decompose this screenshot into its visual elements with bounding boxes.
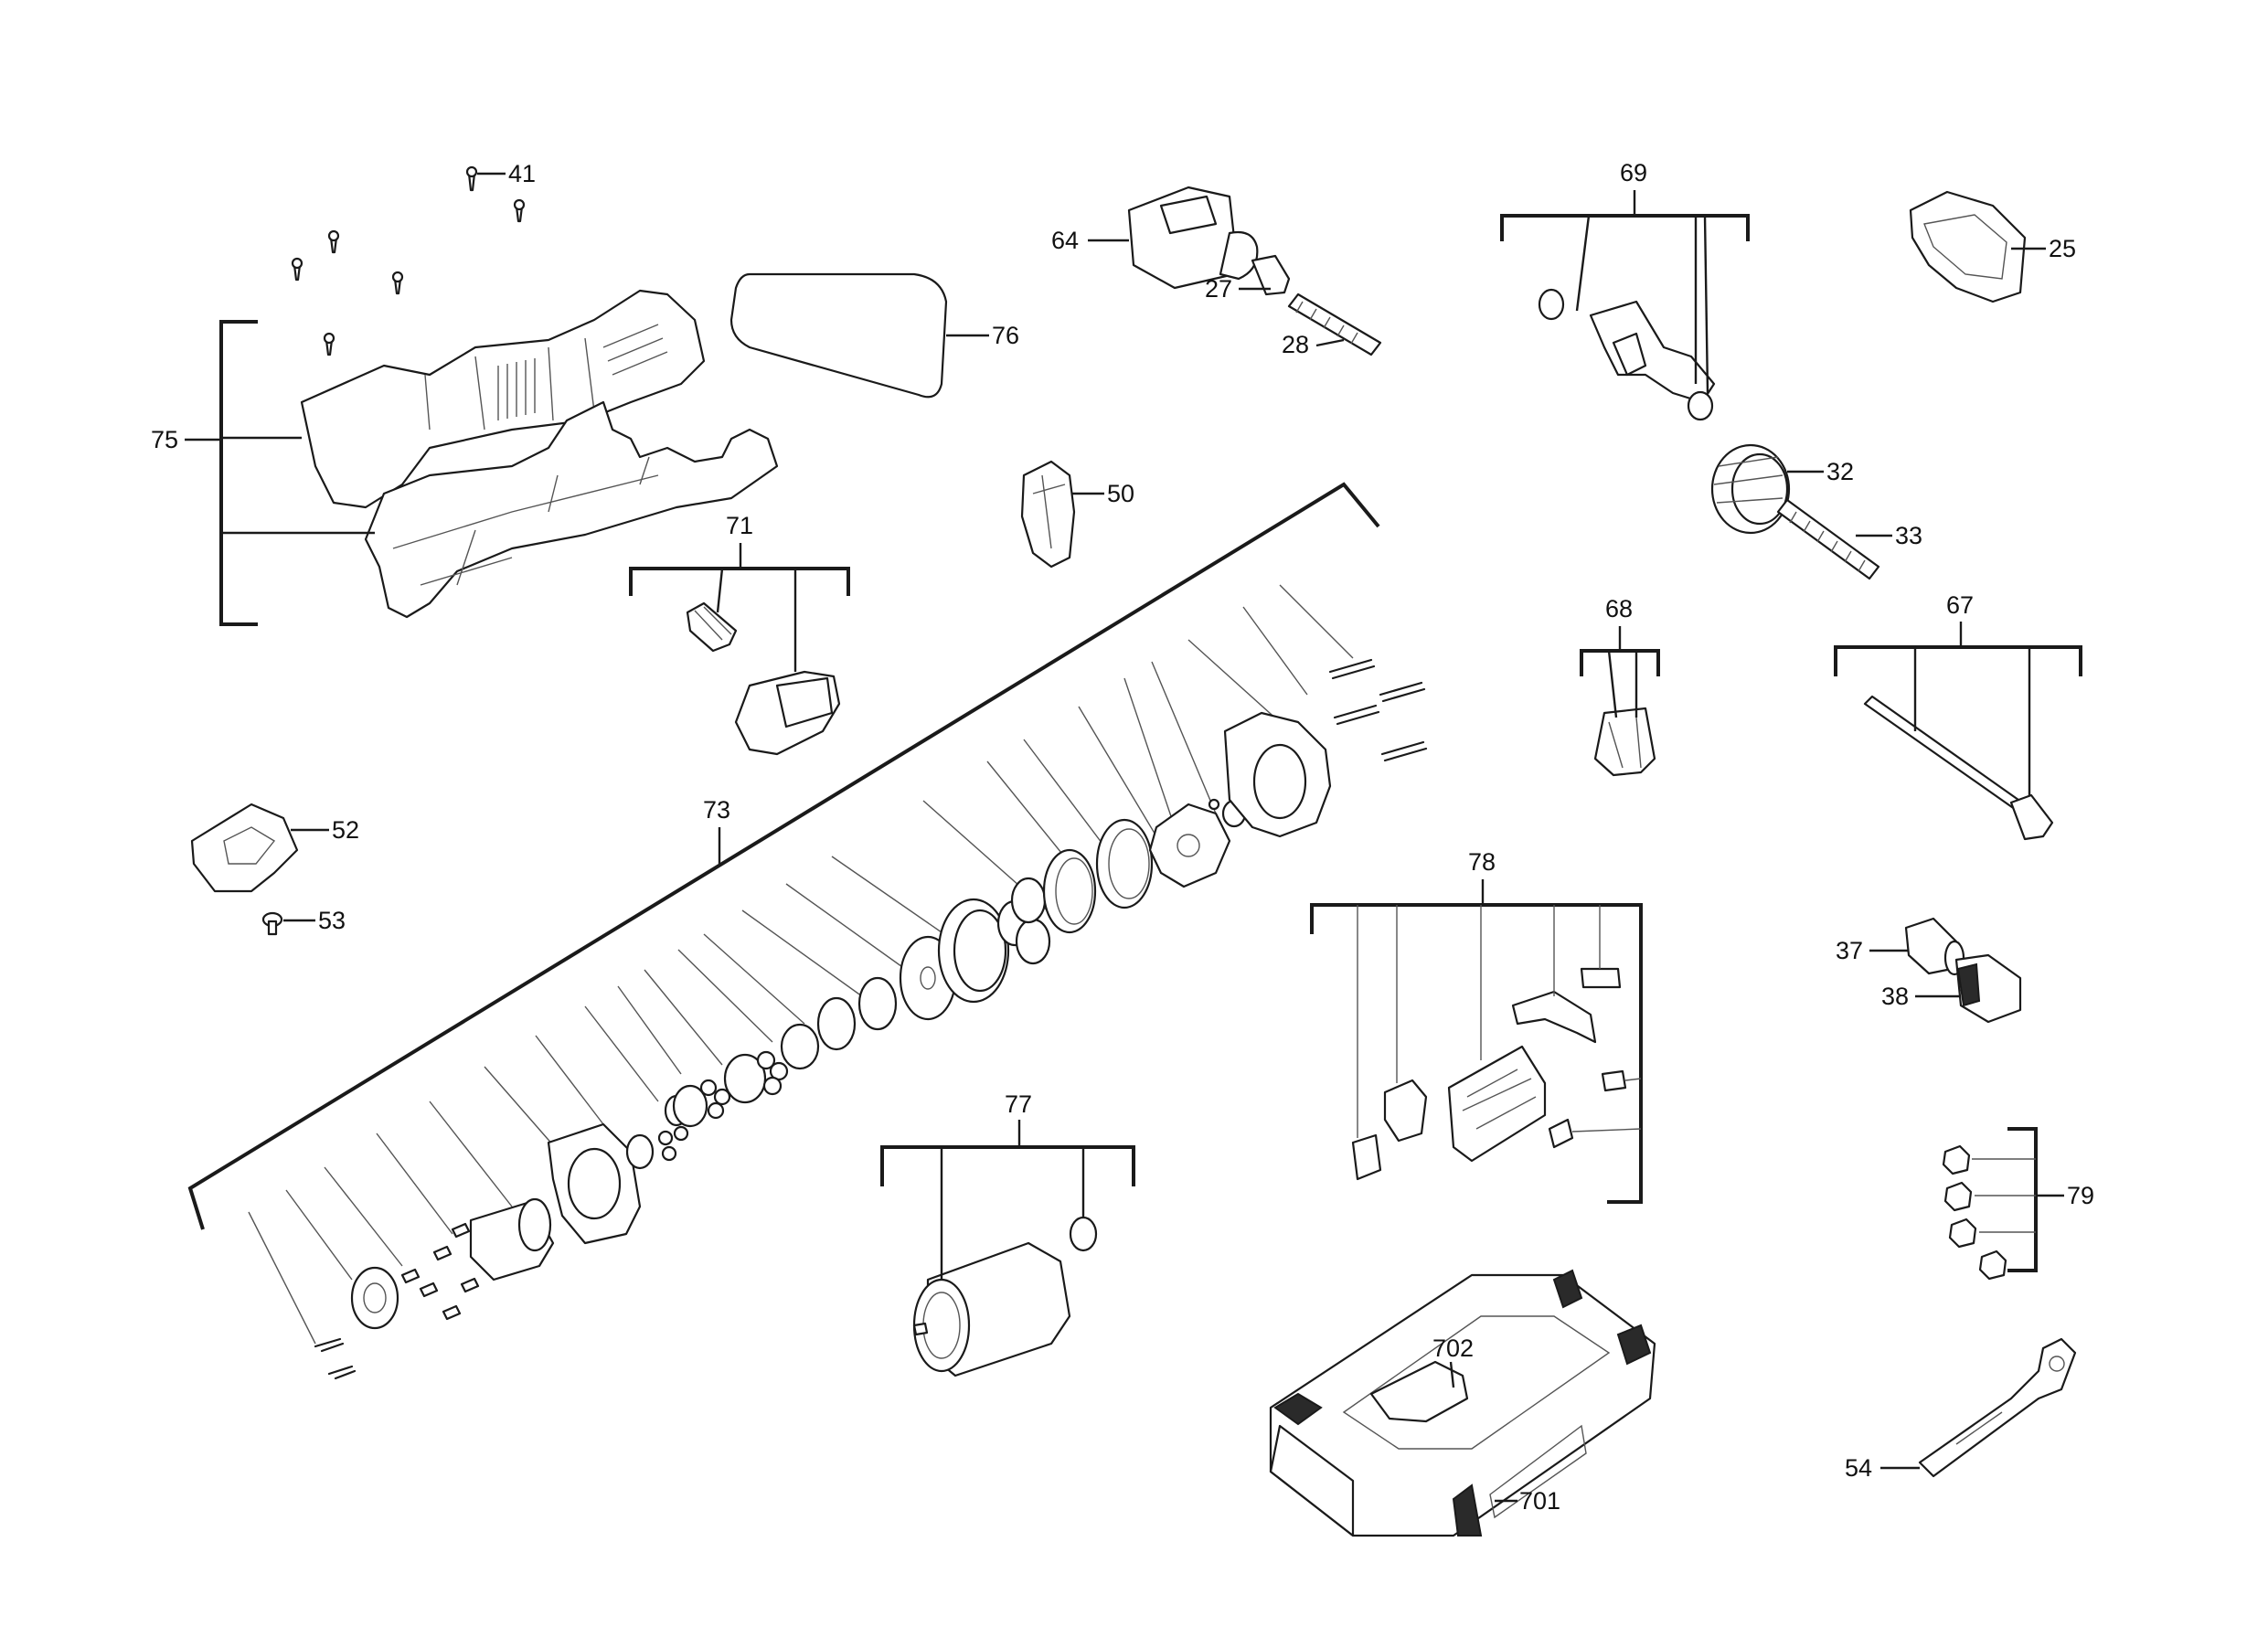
bracket-73-leaders — [248, 584, 1354, 1345]
callout-52: 52 — [332, 816, 359, 844]
part-32-nose-cap — [1710, 443, 1824, 535]
callout-701: 701 — [1519, 1487, 1560, 1515]
part-28-spring — [1287, 292, 1382, 356]
part-67-rod — [1863, 647, 2054, 841]
bracket-73 — [187, 482, 1380, 1230]
part-50-trigger — [1020, 460, 1104, 569]
part-76-label — [729, 272, 989, 399]
callout-68: 68 — [1605, 595, 1633, 622]
part-38-adapter — [1915, 953, 2022, 1024]
part-701-carry-case — [1269, 1269, 1656, 1537]
callout-28: 28 — [1282, 331, 1309, 358]
callout-32: 32 — [1826, 458, 1854, 485]
bracket-68 — [1580, 649, 1660, 676]
callout-77: 77 — [1005, 1090, 1032, 1118]
callout-50: 50 — [1107, 480, 1134, 507]
part-41-screws — [291, 165, 526, 356]
callout-41: 41 — [508, 160, 536, 187]
part-64-gearbox-head — [1088, 186, 1259, 290]
part-69-anvil-assembly — [1538, 215, 1716, 421]
callout-75: 75 — [151, 426, 178, 453]
part-33-spring — [1776, 498, 1892, 580]
callout-73: 73 — [703, 796, 730, 824]
callout-79: 79 — [2067, 1182, 2094, 1209]
callout-64: 64 — [1051, 227, 1079, 254]
part-52-belt-clip-base — [190, 803, 329, 893]
bracket-71 — [629, 567, 850, 596]
part-68-collet — [1593, 650, 1656, 777]
callout-27: 27 — [1205, 275, 1232, 303]
part-77-motor — [912, 1147, 1098, 1377]
callout-37: 37 — [1836, 937, 1863, 964]
callout-69: 69 — [1620, 159, 1647, 186]
callout-76: 76 — [992, 322, 1019, 349]
callout-53: 53 — [318, 907, 346, 934]
part-702-insert — [1369, 1360, 1469, 1423]
bracket-78 — [1310, 903, 1643, 1204]
bracket-67 — [1834, 645, 2082, 676]
part-71-switch — [686, 568, 841, 756]
bracket-79 — [2007, 1127, 2038, 1272]
part-53-screw — [261, 911, 315, 936]
bracket-69 — [1500, 214, 1750, 241]
callout-33: 33 — [1895, 522, 1922, 549]
part-37-bit-holder — [1869, 917, 1965, 976]
callout-54: 54 — [1845, 1454, 1872, 1482]
part-25-bumper — [1909, 190, 2046, 303]
part-54-wrench — [1880, 1337, 2077, 1478]
callout-67: 67 — [1946, 591, 1974, 619]
part-75-housing — [219, 289, 779, 619]
callout-71: 71 — [726, 512, 753, 539]
part-79-bits — [1942, 1144, 2036, 1281]
callout-702: 702 — [1432, 1335, 1474, 1362]
bracket-75 — [219, 320, 258, 626]
part-27-spindle — [1239, 254, 1291, 296]
bracket-77 — [880, 1145, 1135, 1186]
part-78-electronics — [1351, 905, 1642, 1181]
part-73-gear-train — [314, 658, 1428, 1380]
callout-25: 25 — [2049, 235, 2076, 262]
callout-78: 78 — [1468, 848, 1496, 876]
callout-38: 38 — [1881, 983, 1909, 1010]
